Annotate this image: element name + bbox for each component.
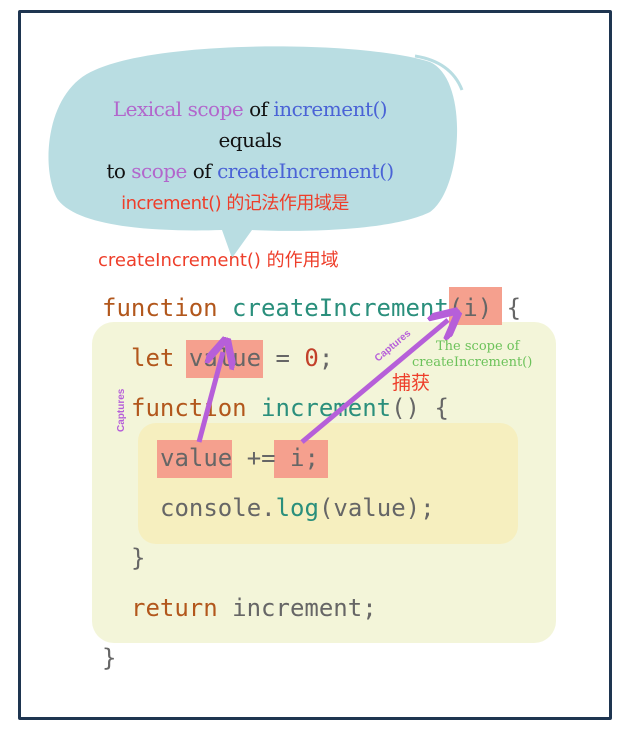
increment-text: increment()	[273, 97, 388, 121]
capture-arrow-i	[300, 320, 448, 444]
brace: {	[506, 294, 522, 322]
function-name: increment	[261, 394, 392, 422]
diagram-frame	[18, 10, 612, 720]
code-line-6: }	[131, 544, 146, 572]
captures-label-1: Captures	[116, 388, 127, 432]
to-text: to	[106, 159, 132, 183]
keyword: let	[131, 344, 175, 372]
code-line-3: function increment() {	[131, 393, 449, 423]
keyword: return	[131, 594, 218, 622]
create-increment-text: createIncrement()	[217, 159, 394, 183]
bubble-tail-text-zh: createIncrement() 的作用域	[98, 250, 339, 271]
keyword: function	[131, 394, 247, 422]
operator: =	[275, 344, 290, 372]
keyword: function	[102, 294, 218, 322]
scope-label-line-1: The scope of	[436, 339, 521, 354]
number: 0	[304, 344, 319, 372]
scope-label-line-2: createIncrement()	[412, 355, 532, 370]
bubble-line-2: equals	[218, 128, 282, 152]
code-line-7: return increment;	[131, 593, 377, 623]
captures-label-zh: 捕获	[392, 372, 430, 394]
bubble-line-4-zh: increment() 的记法作用域是	[121, 193, 349, 214]
highlight-value-use	[157, 440, 232, 478]
lexical-scope-text: Lexical scope	[112, 97, 244, 121]
operator: +=	[246, 444, 276, 472]
code-line-1: function createIncrement(i) {	[102, 293, 521, 323]
captures-label-2: Captures	[373, 328, 414, 365]
bubble-line-3: to scope of createIncrement()	[60, 156, 440, 187]
bubble-line-1: Lexical scope of increment()	[60, 94, 440, 125]
of-text: of	[243, 97, 274, 121]
method: log	[275, 494, 319, 522]
object: console.	[160, 494, 276, 522]
punct: () {	[391, 394, 449, 422]
capture-arrow-value	[196, 352, 223, 443]
scope-text: scope	[131, 159, 187, 183]
return-value: increment;	[232, 594, 377, 622]
code-line-5: console.log(value);	[160, 493, 435, 523]
semicolon: ;	[318, 344, 334, 372]
of-text: of	[186, 159, 218, 183]
function-name: createIncrement	[232, 294, 449, 322]
args: (value);	[318, 494, 435, 522]
variable: value	[160, 444, 233, 472]
code-line-8: }	[102, 644, 117, 672]
highlight-i-use	[274, 440, 328, 478]
code-line-4: value += i;	[160, 443, 319, 473]
variable-i: i;	[275, 444, 319, 472]
